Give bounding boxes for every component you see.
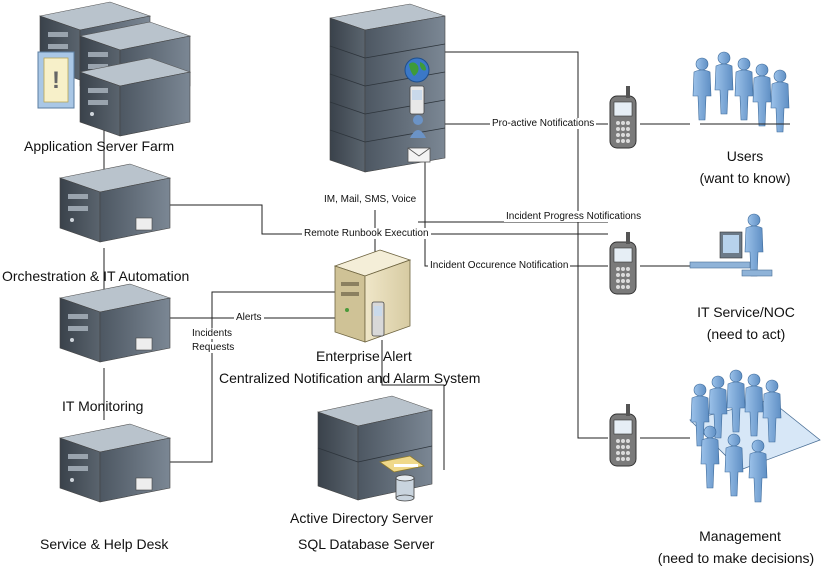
warning-document-icon: ! [37, 51, 75, 109]
occurrence-line [424, 150, 608, 267]
monitoring-server-icon [59, 283, 171, 363]
noc-label: IT Service/NOC [697, 304, 795, 320]
helpdesk-server-icon [59, 423, 171, 503]
mgmt-phone-icon [609, 403, 637, 467]
management-notification-line [445, 51, 608, 439]
ea-to-db-line [381, 340, 445, 470]
globe-icon [404, 57, 430, 83]
channels-label: IM, Mail, SMS, Voice [322, 194, 419, 205]
noc-operator-icon [689, 213, 773, 277]
monitoring-label: IT Monitoring [62, 398, 144, 414]
management-meeting-icon [689, 369, 821, 503]
helpdesk-label: Service & Help Desk [40, 536, 169, 552]
incidents-line [165, 291, 335, 463]
runbook-label: Remote Runbook Execution [302, 228, 431, 239]
database-icon [395, 474, 415, 502]
alerts-label: Alerts [234, 312, 264, 323]
management-note: (need to make decisions) [657, 550, 815, 566]
users-phone-icon [609, 85, 637, 149]
ad-server-label: Active Directory Server [290, 510, 434, 526]
user-icon [410, 115, 426, 138]
svg-text:!: ! [52, 67, 60, 94]
notification-rack-icon [329, 3, 446, 173]
sql-server-label: SQL Database Server [298, 536, 435, 552]
folder-icon [379, 455, 425, 473]
occurrence-label: Incident Occurence Notification [428, 260, 571, 271]
noc-phone-icon [609, 231, 637, 295]
runbook-line [165, 204, 608, 235]
mail-icon [407, 147, 431, 163]
progress-label: Incident Progress Notifications [504, 211, 644, 222]
incidents-label: Incidents [190, 328, 235, 339]
users-note: (want to know) [699, 170, 791, 186]
users-label: Users [726, 148, 764, 164]
orchestration-label: Orchestration & IT Automation [2, 268, 190, 284]
enterprise-alert-subtitle: Centralized Notification and Alarm Syste… [219, 370, 481, 386]
management-label: Management [699, 528, 781, 544]
enterprise-alert-server-icon [333, 249, 412, 343]
proactive-label: Pro-active Notifications [490, 118, 597, 129]
app-server-farm-icon: ! [37, 1, 191, 137]
enterprise-alert-title: Enterprise Alert [316, 348, 412, 364]
noc-note: (need to act) [706, 326, 786, 342]
users-group-icon [692, 51, 790, 133]
orchestration-server-icon [59, 163, 171, 243]
requests-label: Requests [190, 342, 237, 353]
app-farm-label: Application Server Farm [24, 138, 175, 154]
ad-sql-server-icon [316, 395, 434, 501]
pda-icon [409, 85, 425, 115]
